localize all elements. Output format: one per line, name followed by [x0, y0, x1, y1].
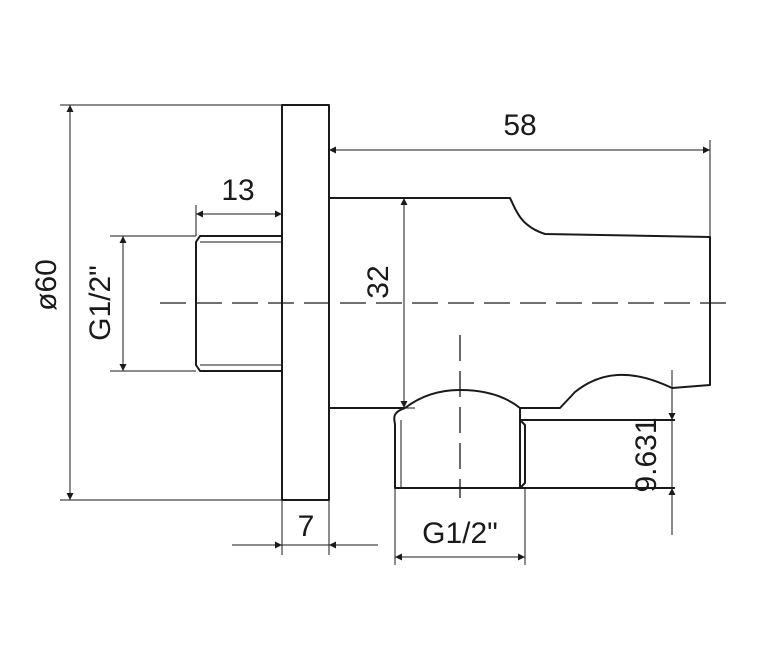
outlet-connector [393, 407, 521, 489]
dim-outlet-offset: 9.631 [630, 417, 663, 492]
dim-total-length: 58 [503, 109, 536, 142]
dim-inlet-thread: G1/2" [84, 265, 117, 341]
dim-outlet-thread: G1/2" [422, 517, 498, 550]
dim-thread-length: 13 [221, 174, 254, 207]
elbow-body [329, 197, 711, 409]
dim-flange-thickness: 7 [298, 510, 315, 543]
dim-body-height: 32 [362, 265, 395, 298]
outlet-thread [519, 419, 675, 489]
dim-flange-diameter: ø60 [30, 259, 63, 311]
